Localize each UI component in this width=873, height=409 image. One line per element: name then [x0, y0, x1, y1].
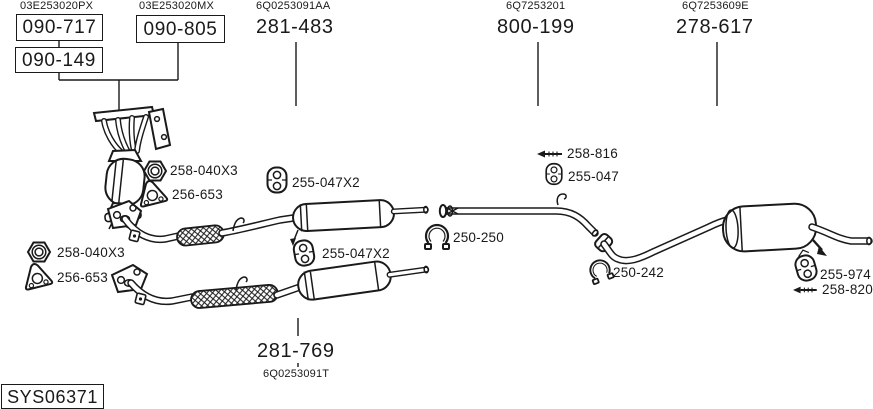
pipe-clamp-icon — [589, 259, 615, 285]
rubber-hanger-icon — [266, 166, 288, 194]
part-number-front-silencer-top: 281-483 — [256, 16, 334, 38]
part-number-nut-lower: 258-040X3 — [57, 245, 125, 260]
part-number-bolt-rear: 258-820 — [822, 282, 873, 297]
exhaust-manifold-catalyst-drawing — [92, 105, 172, 230]
rear-silencer-drawing — [721, 202, 873, 256]
gasket-icon — [24, 263, 54, 291]
center-pipe-drawing — [438, 193, 599, 237]
arrow-icon — [817, 246, 827, 256]
gasket-icon — [139, 180, 169, 208]
part-number-box-catalyst-3: 090-805 — [136, 15, 225, 43]
part-number-rear-silencer: 278-617 — [676, 16, 754, 38]
oem-number-manifold-right: 03E253020MX — [139, 0, 214, 12]
front-silencer-bottom-drawing — [297, 260, 430, 301]
bolt-icon — [537, 150, 562, 158]
hex-nut-icon — [26, 241, 52, 263]
oem-number-rear-silencer: 6Q7253609E — [682, 0, 749, 12]
connector-lines — [58, 39, 718, 367]
bolt-icon — [793, 286, 817, 294]
drawing-id-box: SYS06371 — [1, 384, 104, 409]
part-number: 090-717 — [22, 17, 97, 38]
oem-number-front-silencer-bottom: 6Q0253091T — [263, 368, 330, 380]
drawing-id: SYS06371 — [7, 386, 98, 407]
hex-nut-icon — [142, 160, 168, 182]
part-number-gasket-upper: 256-653 — [172, 187, 223, 202]
part-number: 090-149 — [22, 49, 96, 71]
rubber-hanger-icon — [545, 162, 563, 186]
front-pipe-bottom-drawing — [110, 263, 304, 309]
rear-pipe-drawing — [594, 213, 749, 265]
pipe-clamp-icon — [424, 223, 450, 250]
part-number-hanger-front-top: 255-047X2 — [292, 175, 360, 190]
part-number: 090-805 — [143, 18, 218, 40]
oem-number-manifold-left: 03E253020PX — [20, 0, 94, 12]
part-number-nut-upper: 258-040X3 — [170, 163, 238, 178]
part-number-center-pipe: 800-199 — [497, 16, 575, 38]
part-number-bolt-center: 258-816 — [567, 146, 618, 161]
front-pipe-top-drawing — [106, 199, 304, 247]
part-number-hanger-rear: 255-974 — [820, 267, 871, 282]
oem-number-front-silencer-top: 6Q0253091AA — [256, 0, 331, 12]
part-number-box-catalyst-1: 090-717 — [16, 14, 103, 41]
oem-number-center-pipe: 6Q7253201 — [506, 0, 566, 12]
rubber-hanger-icon — [794, 249, 818, 282]
part-number-clamp-center: 250-250 — [453, 230, 504, 245]
front-silencer-top-drawing — [290, 199, 429, 246]
part-number-clamp-rear: 250-242 — [613, 265, 664, 280]
arrow-icon — [290, 238, 296, 246]
rubber-hanger-icon — [292, 239, 316, 267]
part-number-hanger-center: 255-047 — [568, 169, 619, 184]
part-number-box-catalyst-2: 090-149 — [15, 47, 103, 73]
part-number-hanger-front-bottom: 255-047X2 — [322, 246, 390, 261]
part-number-front-silencer-bottom: 281-769 — [257, 340, 335, 362]
part-number-gasket-lower: 256-653 — [57, 270, 108, 285]
